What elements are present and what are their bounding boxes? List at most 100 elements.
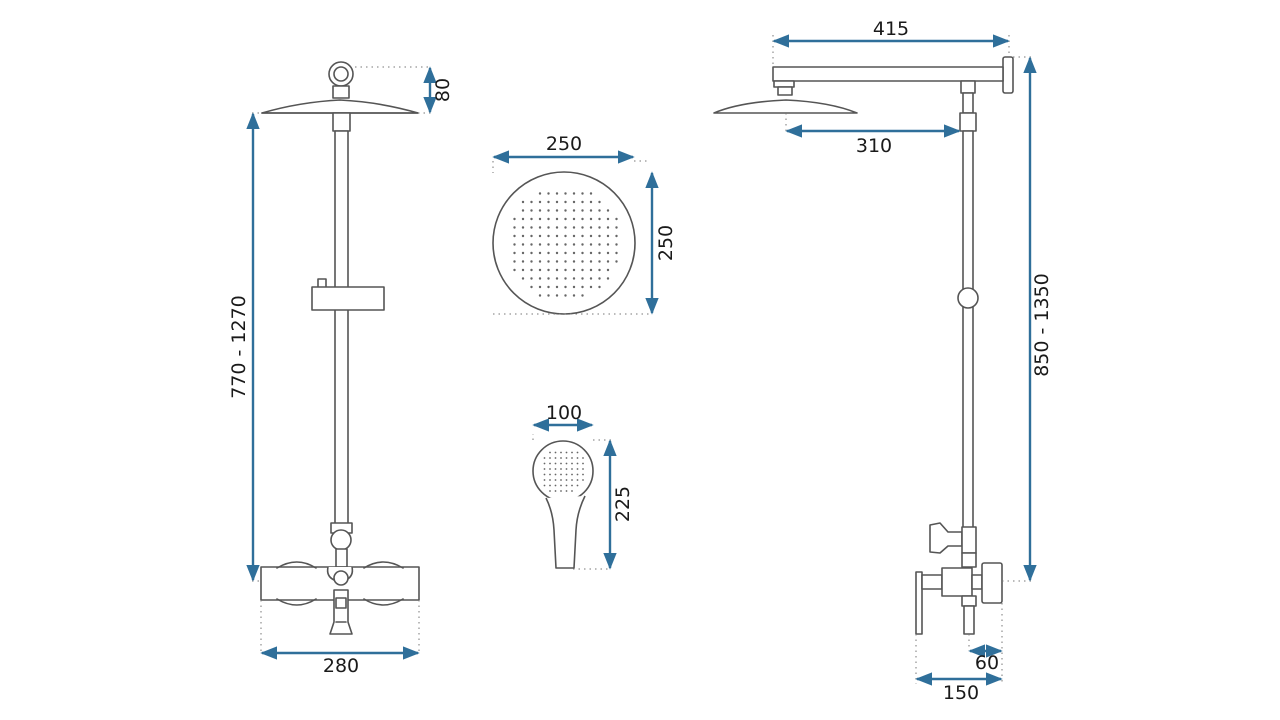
nozzle-dot — [564, 243, 567, 246]
nozzle-dot — [589, 200, 593, 204]
nozzle-dot — [554, 468, 557, 470]
nozzle-dot — [581, 234, 584, 238]
nozzle-dot — [581, 217, 584, 221]
nozzle-dot — [549, 468, 551, 470]
nozzle-dot — [530, 260, 533, 263]
nozzle-dot — [564, 234, 567, 238]
nozzle-dot — [598, 217, 601, 221]
front-pipe-coupling — [332, 112, 351, 132]
nozzle-dot — [571, 484, 573, 487]
nozzle-dot — [571, 462, 573, 465]
nozzle-dot — [615, 234, 618, 238]
nozzle-dot — [521, 260, 525, 263]
label-side-arm: 415 — [873, 18, 909, 40]
nozzle-dot — [565, 457, 568, 459]
nozzle-dot — [572, 285, 576, 289]
nozzle-dot — [549, 479, 551, 481]
side-rain-shower-head — [713, 80, 858, 114]
nozzle-dot — [581, 294, 584, 297]
nozzle-dot — [576, 479, 579, 481]
nozzle-dot — [564, 226, 567, 229]
nozzle-dot — [589, 285, 593, 289]
front-view — [252, 61, 431, 653]
nozzle-dot — [615, 217, 618, 221]
side-diverter-assembly — [929, 522, 977, 568]
label-side-height: 850 - 1350 — [1031, 273, 1053, 377]
nozzle-dot — [582, 468, 584, 470]
nozzle-dot — [530, 217, 533, 221]
nozzle-dot — [555, 277, 559, 280]
nozzle-dot — [581, 277, 584, 280]
side-mixer — [915, 562, 1003, 635]
nozzle-dot — [564, 294, 567, 297]
nozzle-dot — [560, 490, 562, 492]
nozzle-dot — [572, 268, 576, 272]
nozzle-dot — [615, 243, 618, 246]
label-hand-height: 225 — [612, 486, 634, 522]
nozzle-dot — [555, 260, 559, 263]
side-view — [713, 35, 1031, 684]
nozzle-dot — [521, 209, 525, 212]
nozzle-dot — [547, 200, 550, 204]
label-head-height: 250 — [655, 225, 677, 261]
nozzle-dot — [530, 226, 533, 229]
side-shower-arm — [772, 66, 1004, 82]
nozzle-dot — [598, 260, 601, 263]
nozzle-dot — [547, 285, 550, 289]
nozzle-dot — [513, 251, 516, 255]
nozzle-dot — [538, 277, 542, 280]
front-lever-spout — [329, 589, 353, 635]
nozzle-dot — [571, 479, 573, 481]
nozzle-dot — [606, 277, 610, 280]
nozzle-dot — [582, 473, 584, 476]
nozzle-dot — [572, 260, 576, 263]
nozzle-dot — [564, 260, 567, 263]
nozzle-dot — [560, 473, 562, 476]
nozzle-dot — [581, 251, 584, 255]
label-front-width: 280 — [323, 655, 359, 677]
nozzle-dot — [521, 226, 525, 229]
head-nozzle-grid — [513, 192, 618, 297]
nozzle-dot — [564, 277, 567, 280]
nozzle-dot — [582, 462, 584, 465]
nozzle-dot — [606, 234, 610, 238]
nozzle-dot — [549, 484, 551, 487]
nozzle-dot — [547, 226, 550, 229]
nozzle-dot — [538, 234, 542, 238]
nozzle-dot — [598, 234, 601, 238]
nozzle-dot — [555, 251, 559, 255]
nozzle-dot — [547, 277, 550, 280]
nozzle-dot — [572, 217, 576, 221]
nozzle-dot — [555, 192, 559, 195]
nozzle-dot — [565, 468, 568, 470]
nozzle-dot — [571, 468, 573, 470]
nozzle-dot — [576, 468, 579, 470]
side-riser-pipe — [962, 130, 974, 530]
nozzle-dot — [547, 294, 550, 297]
nozzle-dot — [598, 226, 601, 229]
nozzle-dot — [555, 200, 559, 204]
nozzle-dot — [521, 268, 525, 272]
nozzle-dot — [589, 260, 593, 263]
nozzle-dot — [565, 479, 568, 481]
nozzle-dot — [543, 484, 546, 487]
nozzle-dot — [513, 234, 516, 238]
nozzle-dot — [560, 484, 562, 487]
nozzle-dot — [589, 234, 593, 238]
nozzle-dot — [521, 251, 525, 255]
nozzle-dot — [543, 473, 546, 476]
nozzle-dot — [564, 200, 567, 204]
nozzle-dot — [560, 468, 562, 470]
nozzle-dot — [530, 234, 533, 238]
nozzle-dot — [581, 268, 584, 272]
nozzle-dot — [513, 226, 516, 229]
nozzle-dot — [549, 451, 551, 454]
nozzle-dot — [581, 226, 584, 229]
nozzle-dot — [547, 243, 550, 246]
nozzle-dot — [521, 217, 525, 221]
nozzle-dot — [554, 484, 557, 487]
nozzle-dot — [589, 192, 593, 195]
nozzle-dot — [547, 234, 550, 238]
nozzle-dot — [598, 243, 601, 246]
nozzle-dot — [606, 209, 610, 212]
